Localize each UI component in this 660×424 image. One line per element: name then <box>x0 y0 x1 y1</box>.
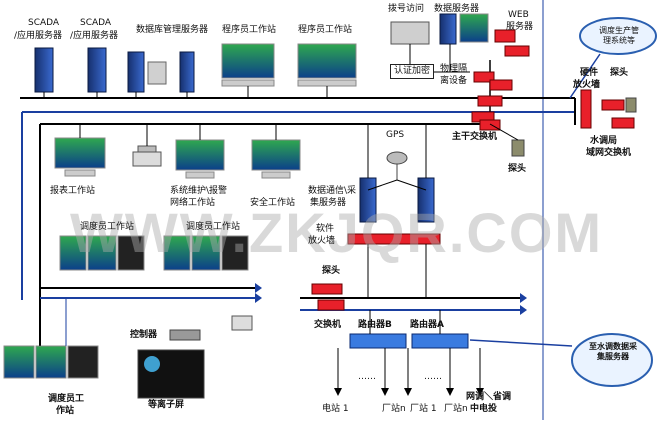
dots-1: …… <box>358 372 376 382</box>
dispatch-ws-3-sublabel: 作站 <box>56 406 75 416</box>
main-switch-label: 主干交换机 <box>452 132 498 142</box>
router-b-label: 路由器B <box>358 320 392 330</box>
dispatch-workstation-3 <box>3 345 99 379</box>
probe-mid-device <box>511 139 525 157</box>
prog-workstation-1 <box>221 43 275 87</box>
scada-server-1-label: SCADA <box>28 18 60 28</box>
dispatch-ws-1-label: 调度员工作站 <box>80 222 135 232</box>
router-b <box>349 333 407 349</box>
dispatch-workstation-1 <box>59 235 145 271</box>
probe-mid-label: 探头 <box>508 164 527 174</box>
plant-n2-label: 厂站n <box>444 404 468 414</box>
printer <box>132 145 162 167</box>
hardware-firewall <box>580 89 592 129</box>
sysmaint-ws-label: 系统维护\报警 <box>170 186 228 196</box>
dispatch-workstation-2 <box>163 235 249 271</box>
sysmaint-workstation <box>175 139 225 179</box>
web-server <box>494 29 530 57</box>
probe-top-devices <box>601 97 637 129</box>
hw-firewall-sublabel: 放火墙 <box>573 80 601 90</box>
cloud-bottom-label: 至水调数据采集服务器 <box>589 342 637 361</box>
firewall-stack <box>471 71 513 131</box>
data-server-label: 数据服务器 <box>434 4 480 14</box>
netdisp-sublabel: 中电投 <box>470 404 498 414</box>
comm-server-label: 数据通信\采 <box>308 186 357 196</box>
phys-iso-sublabel: 离设备 <box>440 76 468 86</box>
scada-server-2 <box>87 47 107 93</box>
plasma-screen <box>137 349 205 399</box>
auth-label: 认证加密 <box>390 64 435 79</box>
phys-iso-label: 物理隔 <box>440 64 468 74</box>
switch-low-label: 交换机 <box>314 320 342 330</box>
db-server-2 <box>179 51 195 93</box>
dots-2: …… <box>424 372 442 382</box>
security-workstation <box>251 139 301 179</box>
probe-low-device <box>311 283 345 311</box>
soft-firewall <box>347 233 441 245</box>
dialup-label: 拨号访问 <box>388 4 425 14</box>
hw-firewall-label: 硬件 <box>580 68 599 78</box>
gps-dish <box>386 151 408 180</box>
web-server-label: WEB <box>508 10 529 20</box>
watermark: WWW.ZKJQR.COM <box>70 201 604 264</box>
plant-1-label: 厂站 1 <box>410 404 437 414</box>
report-ws-label: 报表工作站 <box>50 186 96 196</box>
camera-device <box>231 315 253 331</box>
db-server <box>127 51 167 93</box>
dispatch-ws-3-label: 调度员工 <box>48 394 85 404</box>
netdisp-label: 网调＼省调 <box>466 392 512 402</box>
report-workstation <box>54 137 106 177</box>
plasma-label: 等离子屏 <box>148 400 185 410</box>
dispatch-ws-2-label: 调度员工作站 <box>186 222 241 232</box>
controller-device <box>169 329 201 341</box>
soft-firewall-sublabel: 放火墙 <box>308 236 336 246</box>
prog-ws-2-label: 程序员工作站 <box>298 25 353 35</box>
scada-server-2-label: SCADA <box>80 18 112 28</box>
water-switch-label: 水调局 <box>590 136 618 146</box>
security-ws-label: 安全工作站 <box>250 198 296 208</box>
prog-ws-1-label: 程序员工作站 <box>222 25 277 35</box>
cloud-bottom-shape <box>571 333 653 387</box>
plant-n-label: 厂站n <box>382 404 406 414</box>
web-server-sublabel: 服务器 <box>506 22 534 32</box>
sysmaint-ws-sublabel: 网络工作站 <box>170 198 216 208</box>
water-switch-sublabel: 域网交换机 <box>586 148 632 158</box>
probe-top-label: 探头 <box>610 68 629 78</box>
dialup-device <box>390 21 430 45</box>
gps-label: GPS <box>386 130 405 140</box>
cloud-top-label: 调度生产管理系统等 <box>599 26 639 45</box>
probe-low-label: 探头 <box>322 266 341 276</box>
router-a-label: 路由器A <box>410 320 444 330</box>
db-server-label: 数据库管理服务器 <box>136 25 209 35</box>
scada-server-1 <box>34 47 54 93</box>
plant-e1-label: 电站 1 <box>322 404 349 414</box>
scada-server-1-sublabel: /应用服务器 <box>14 31 63 41</box>
data-server-top <box>439 13 489 45</box>
scada-server-2-sublabel: /应用服务器 <box>70 31 119 41</box>
router-a <box>411 333 469 349</box>
controller-label: 控制器 <box>130 330 158 340</box>
cloud-top-shape <box>579 17 657 55</box>
prog-workstation-2 <box>297 43 357 87</box>
comm-server-sublabel: 集服务器 <box>310 198 347 208</box>
soft-firewall-label: 软件 <box>316 224 335 234</box>
